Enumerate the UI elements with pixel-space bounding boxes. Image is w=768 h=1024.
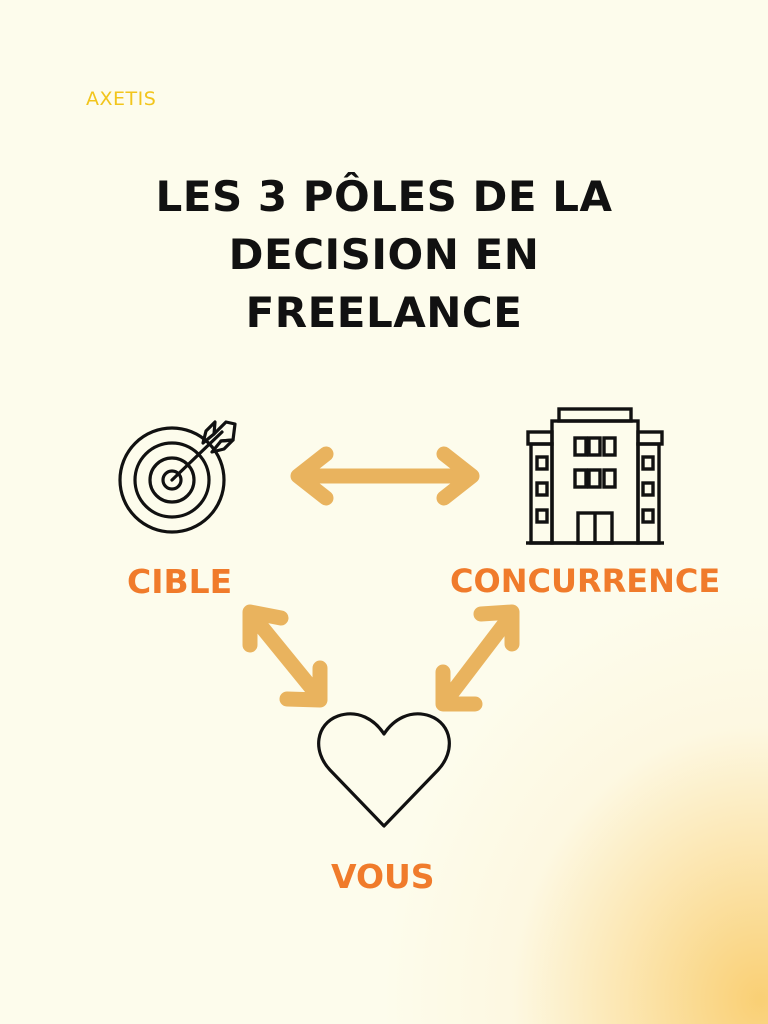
label-concurrence: CONCURRENCE <box>450 562 721 600</box>
arrow-cible-vous <box>242 604 328 708</box>
heart-icon <box>317 712 451 828</box>
arrow-concurrence-vous <box>435 604 520 712</box>
page-title: LES 3 PÔLES DE LA DECISION EN FREELANCE <box>84 168 684 342</box>
brand-name: AXETIS <box>86 88 157 110</box>
building-icon <box>526 407 664 545</box>
label-cible: CIBLE <box>127 562 233 601</box>
arrow-cible-concurrence <box>290 446 480 506</box>
label-vous: VOUS <box>331 857 435 896</box>
target-icon <box>118 420 237 534</box>
title-line-1: LES 3 PÔLES DE LA <box>155 172 613 221</box>
title-line-3: FREELANCE <box>245 288 523 337</box>
title-line-2: DECISION EN <box>228 230 540 279</box>
